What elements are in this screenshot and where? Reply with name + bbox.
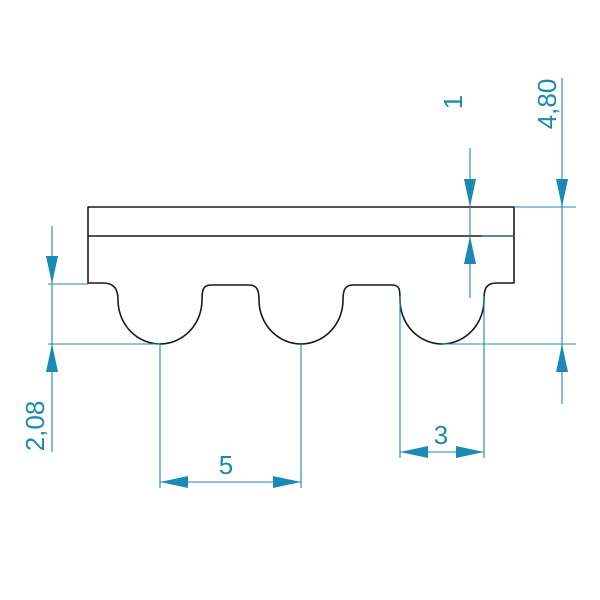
extension-lines bbox=[48, 206, 576, 488]
backing-dimension: 1 bbox=[438, 95, 476, 298]
total-height-value: 4,80 bbox=[532, 79, 562, 130]
tooth-height-value: 2,08 bbox=[20, 401, 50, 452]
pitch-value: 5 bbox=[219, 450, 233, 480]
belt-profile-outline bbox=[87, 206, 515, 345]
pitch-dimension: 5 bbox=[160, 450, 301, 488]
tooth-height-dimension: 2,08 bbox=[20, 226, 58, 452]
backing-value: 1 bbox=[438, 95, 468, 109]
tooth-width-dimension: 3 bbox=[400, 420, 484, 458]
tooth-width-value: 3 bbox=[434, 420, 448, 450]
total-height-dimension: 4,80 bbox=[532, 78, 568, 404]
